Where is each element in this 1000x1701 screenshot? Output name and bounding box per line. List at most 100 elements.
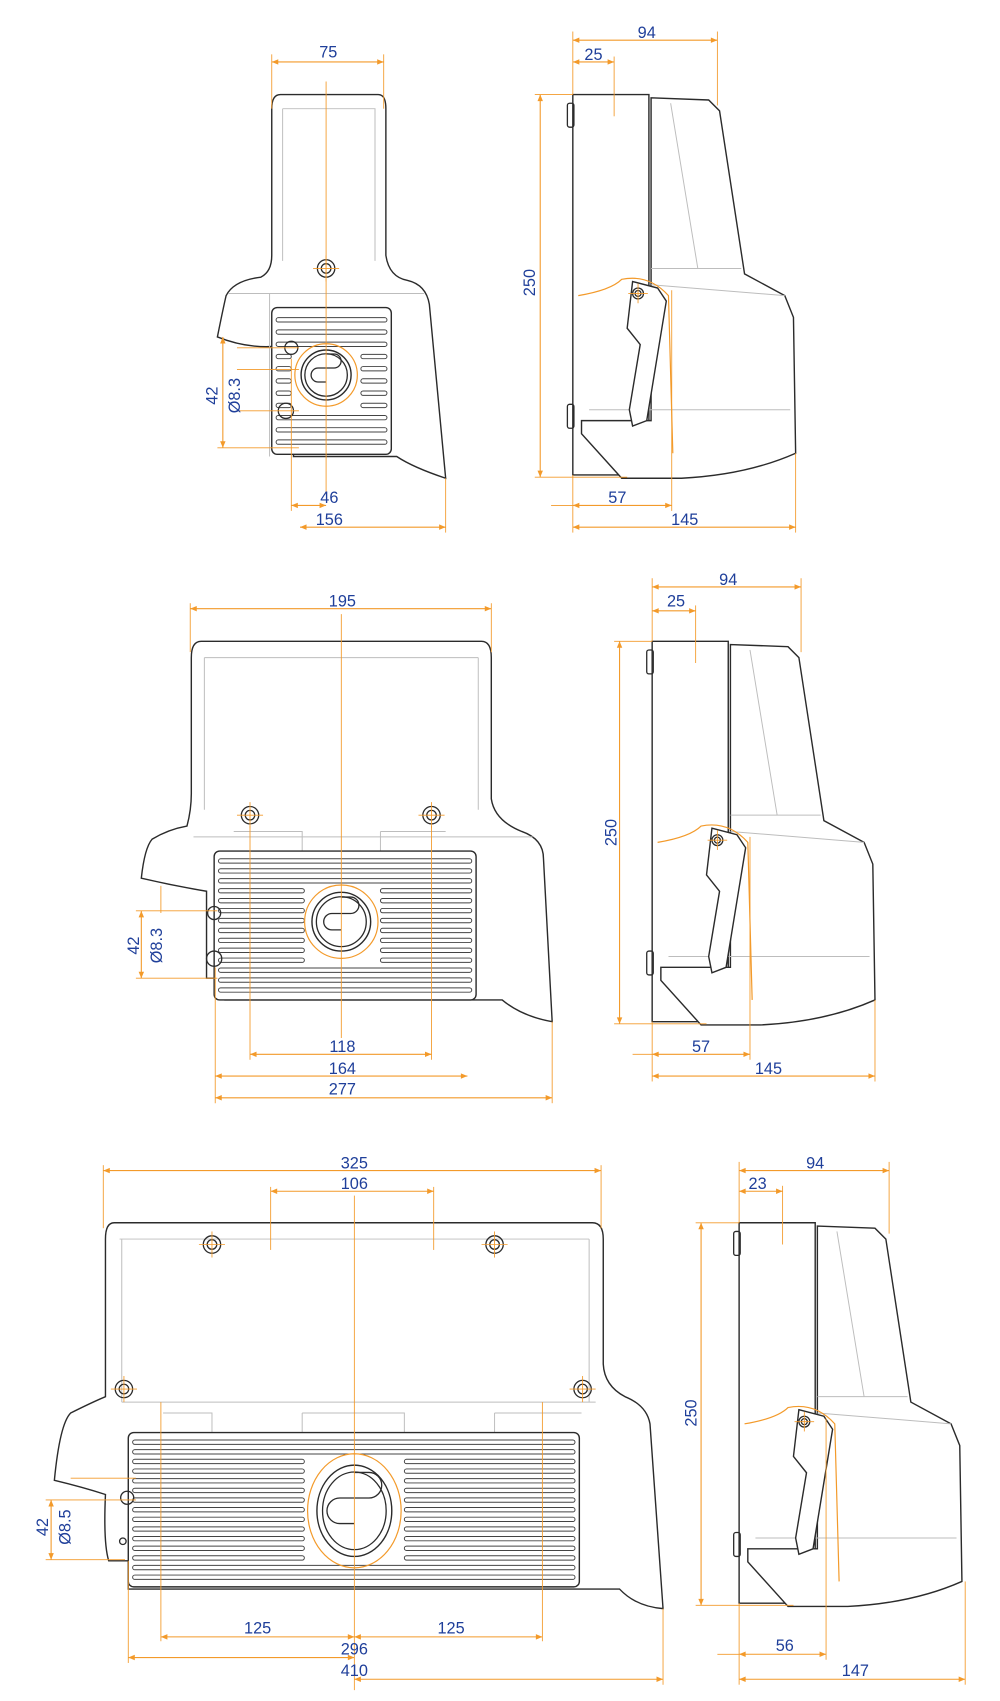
release-lever — [626, 280, 668, 428]
grille-slat — [379, 927, 473, 934]
plate-bump — [646, 649, 654, 675]
grille-slat — [275, 439, 388, 445]
dim-hole-spacing: 42 — [125, 937, 143, 955]
dim-lever-offset: 57 — [692, 1038, 710, 1056]
grille-slat — [218, 917, 305, 924]
grille-slat — [360, 366, 388, 372]
dim-height: 250 — [683, 1399, 701, 1426]
arrowhead — [48, 1499, 54, 1560]
grille-slat — [403, 1545, 576, 1551]
dim-overall-depth: 145 — [755, 1060, 782, 1078]
grille-slat — [132, 1516, 305, 1523]
dim-hole-diameter: Ø8.5 — [57, 1509, 75, 1544]
grille-slat — [275, 414, 388, 421]
dim-hole-diameter: Ø8.3 — [148, 928, 166, 963]
grille-slat — [218, 927, 305, 934]
dim-width-top: 325 — [341, 1154, 368, 1172]
dim-depth: 94 — [806, 1154, 824, 1172]
dim-overall-width: 156 — [316, 511, 343, 529]
dim-plate-depth: 23 — [749, 1175, 767, 1193]
mount-hole-icon — [118, 1537, 127, 1546]
grille-slat — [275, 353, 292, 360]
dim-width-top: 75 — [319, 44, 337, 62]
grille-slat — [379, 898, 473, 904]
grille-slat — [379, 917, 473, 924]
plate-bump — [733, 1531, 741, 1558]
dim-height: 250 — [521, 269, 539, 296]
grille-slat — [275, 366, 292, 372]
mount-hole-icon — [205, 950, 223, 967]
grille-slat — [403, 1478, 576, 1484]
grille-slat — [132, 1507, 305, 1513]
grille-slat — [275, 427, 388, 433]
dimension-lines — [45, 31, 966, 1691]
grille-slat — [403, 1535, 576, 1542]
inner-edge — [228, 108, 424, 457]
grille-slat — [218, 888, 305, 894]
grille-slat — [132, 1555, 305, 1561]
grille-slat — [218, 898, 305, 904]
grille-slat — [275, 329, 388, 335]
plate-bump — [646, 950, 654, 976]
dim-left-offset: 125 — [244, 1620, 271, 1638]
dim-mid-width: 164 — [329, 1060, 356, 1078]
dim-lever-offset: 56 — [776, 1637, 794, 1655]
grille-slat — [132, 1439, 576, 1445]
dim-height: 250 — [602, 819, 620, 846]
grille-slat — [218, 977, 473, 983]
grille-slat — [132, 1478, 305, 1484]
housing-edge — [668, 649, 870, 957]
dim-hole-spacing: 42 — [34, 1518, 52, 1536]
grille-slat — [379, 937, 473, 944]
grille-slat — [132, 1574, 576, 1580]
dim-width-top: 195 — [329, 592, 356, 610]
grille-slat — [403, 1507, 576, 1513]
grille-slat — [379, 888, 473, 894]
grille-slat — [403, 1497, 576, 1503]
front-view-large: 325 106 125 125 296 410 42 Ø8.5 — [34, 1154, 465, 1680]
grille-slat — [360, 378, 388, 384]
dim-screw-spacing: 118 — [329, 1038, 355, 1056]
lever-swing-outline — [578, 277, 674, 454]
grille-slat — [218, 947, 305, 953]
grille-slat — [275, 317, 388, 323]
dim-plate-depth: 25 — [584, 46, 602, 64]
grille-slat — [218, 907, 305, 914]
release-lever — [705, 827, 747, 974]
dim-lever-offset: 57 — [608, 489, 626, 507]
grille-slat — [360, 353, 388, 360]
plate-bump — [733, 1230, 741, 1257]
grille-slat — [218, 967, 473, 973]
grille-slat — [132, 1526, 305, 1532]
plate-bump — [566, 102, 575, 128]
grille-slat — [275, 378, 292, 384]
grille-slat — [379, 957, 473, 963]
dim-hole-diameter: Ø8.3 — [226, 378, 244, 413]
lever-swing-outline — [744, 1405, 840, 1582]
dim-inner-span: 106 — [341, 1175, 368, 1193]
grille-slat — [218, 858, 473, 864]
dim-right-offset: 125 — [437, 1620, 464, 1638]
grille-slat — [218, 868, 473, 874]
grille-slat — [132, 1458, 305, 1465]
housing-edge — [755, 1231, 957, 1539]
grille-slat — [360, 402, 388, 409]
release-lever — [792, 1408, 834, 1556]
grille-slat — [403, 1487, 576, 1494]
dim-overall-depth: 145 — [671, 511, 698, 529]
front-view-small: 75 46 156 42 Ø8.3 — [203, 44, 343, 529]
grille-slat — [403, 1468, 576, 1474]
side-view-small: 94 25 250 57 145 — [521, 24, 699, 529]
dim-depth: 94 — [719, 571, 737, 589]
lever-swing-outline — [657, 824, 753, 1000]
dim-hole-offset: 46 — [320, 489, 338, 507]
grille-slat — [379, 907, 473, 914]
drawing-geometry — [53, 93, 963, 1610]
dim-mid-width: 296 — [341, 1640, 368, 1658]
mount-hole-icon — [120, 1490, 135, 1505]
grille-slat — [403, 1458, 576, 1465]
grille-slat — [379, 947, 473, 953]
grille-slat — [132, 1487, 305, 1494]
grille-slat — [132, 1468, 305, 1474]
grille-slat — [403, 1526, 576, 1532]
